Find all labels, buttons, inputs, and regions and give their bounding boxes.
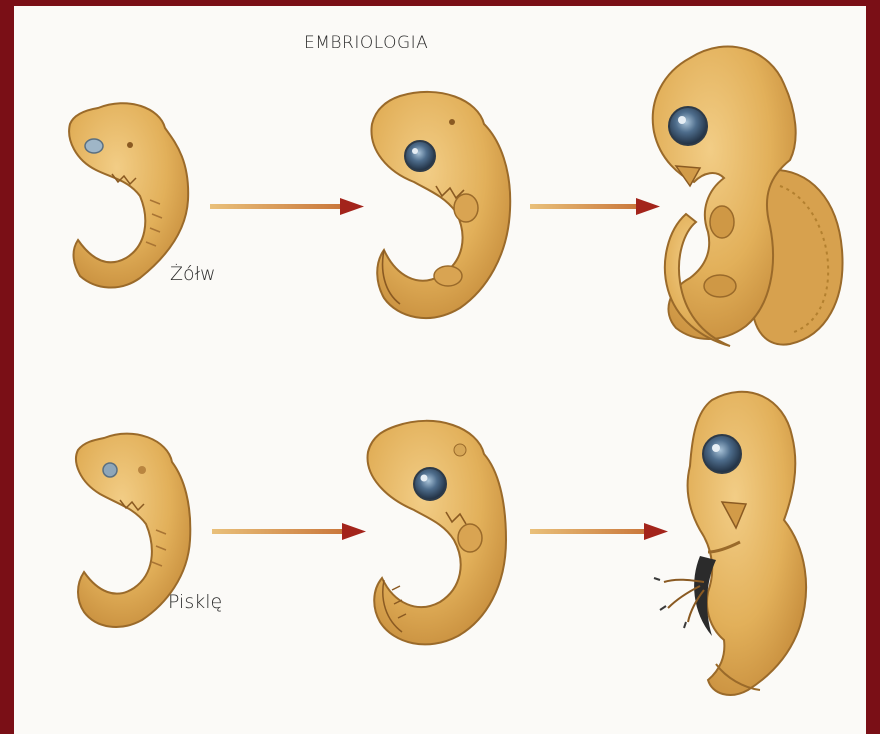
arrow-turtle-2 bbox=[530, 198, 660, 215]
row-label-chick: Pisklę bbox=[168, 591, 222, 613]
turtle-embryo-early bbox=[69, 103, 188, 287]
chick-embryo-middle bbox=[368, 421, 506, 645]
turtle-embryo-middle bbox=[371, 92, 510, 318]
row-label-turtle: Żółw bbox=[170, 263, 216, 285]
arrow-chick-2 bbox=[530, 523, 668, 540]
diagram-title: EMBRIOLOGIA bbox=[304, 33, 428, 53]
chick-embryo-late bbox=[654, 392, 806, 695]
turtle-embryo-late bbox=[653, 47, 843, 346]
arrow-turtle-1 bbox=[210, 198, 364, 215]
arrow-chick-1 bbox=[212, 523, 366, 540]
